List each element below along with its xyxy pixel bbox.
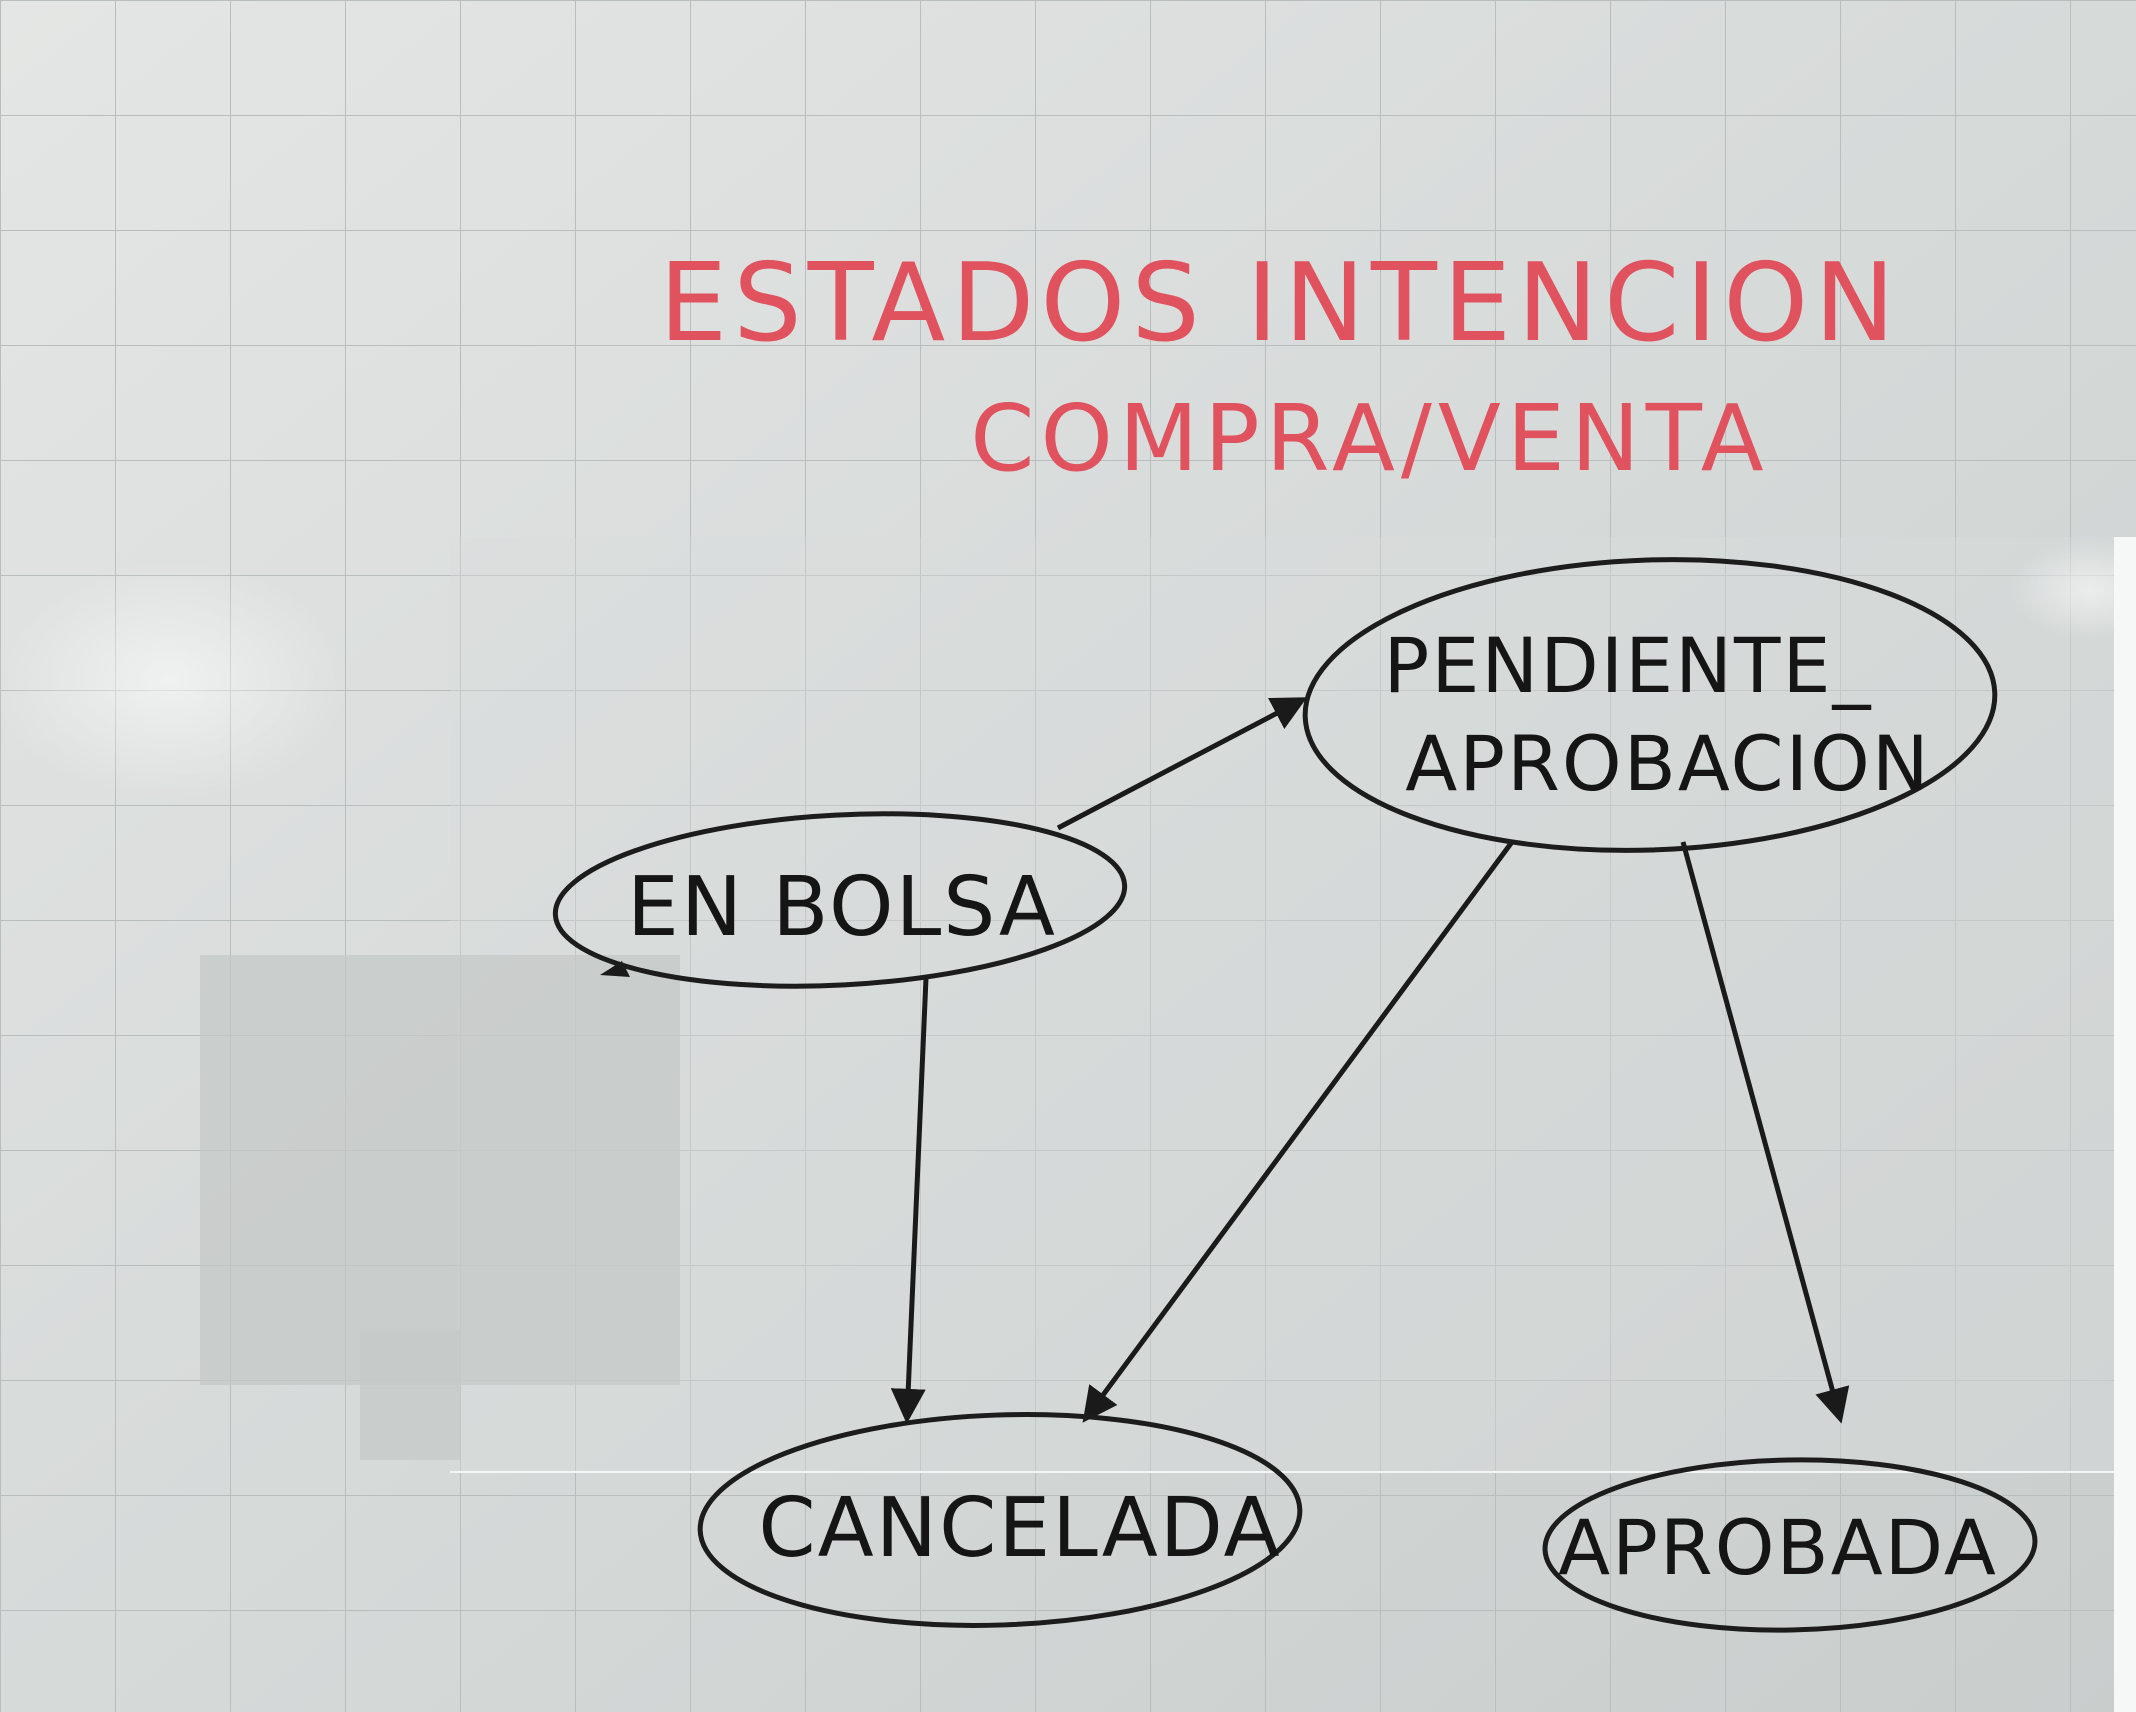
node-aprobada-label: APROBADA: [1558, 1503, 1998, 1592]
node-cancelada: CANCELADA: [697, 1412, 1303, 1628]
node-en-bolsa-label: EN BOLSA: [627, 860, 1057, 955]
diagram-title-line2: COMPRA/VENTA: [970, 385, 1770, 492]
pasted-panel: [450, 537, 2136, 1472]
edge-pendiente-to-cancelada: [1082, 840, 1515, 1423]
board-frame-right: [2114, 537, 2136, 1712]
node-en-bolsa: EN BOLSA: [552, 811, 1128, 989]
node-cancelada-label: CANCELADA: [758, 1481, 1281, 1576]
light-glare-left: [0, 560, 350, 800]
edge-pendiente-to-aprobada: [1680, 841, 1850, 1424]
diagram-title-line1: ESTADOS INTENCION: [659, 241, 1901, 366]
light-glare-right: [2010, 540, 2136, 640]
node-pendiente-aprobacion: PENDIENTE_ APROBACION: [1302, 557, 1998, 853]
blurred-patch-lower: [360, 1330, 460, 1460]
blurred-patch: [200, 955, 680, 1385]
node-pendiente-label-line2: APROBACION: [1405, 719, 1930, 808]
edge-en-bolsa-to-cancelada: [890, 977, 929, 1424]
node-pendiente-label-line1: PENDIENTE_: [1384, 621, 1873, 710]
node-aprobada: APROBADA: [1542, 1457, 2038, 1633]
edge-en-bolsa-to-pendiente: [1056, 697, 1308, 831]
